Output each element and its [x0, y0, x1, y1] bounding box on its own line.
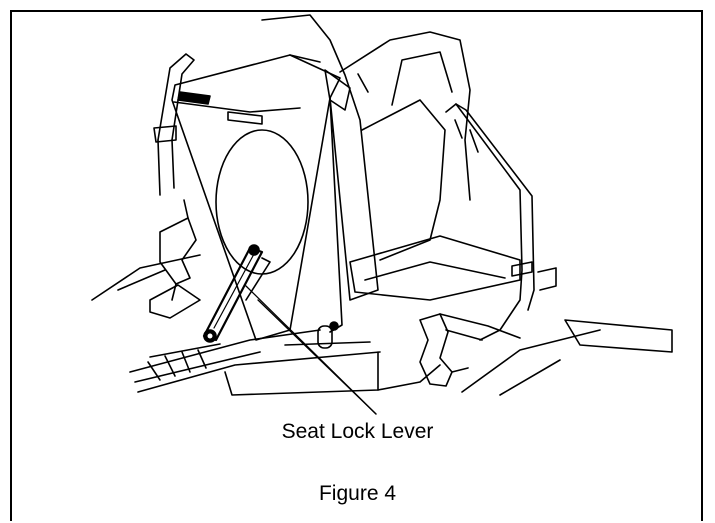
- right-latch: [420, 268, 556, 386]
- seat-cushion: [172, 55, 342, 340]
- right-handle: [446, 104, 534, 340]
- seat-lock-lever-label: Seat Lock Lever: [281, 420, 434, 443]
- left-leg: [150, 200, 200, 318]
- left-handle: [154, 54, 194, 195]
- figure-caption: Figure 4: [318, 482, 397, 505]
- callout-leaders: [246, 286, 376, 414]
- seat-lock-lever: [204, 245, 338, 348]
- figure-frame: [10, 10, 703, 521]
- floor-base: [92, 255, 672, 395]
- seat-back: [262, 15, 520, 300]
